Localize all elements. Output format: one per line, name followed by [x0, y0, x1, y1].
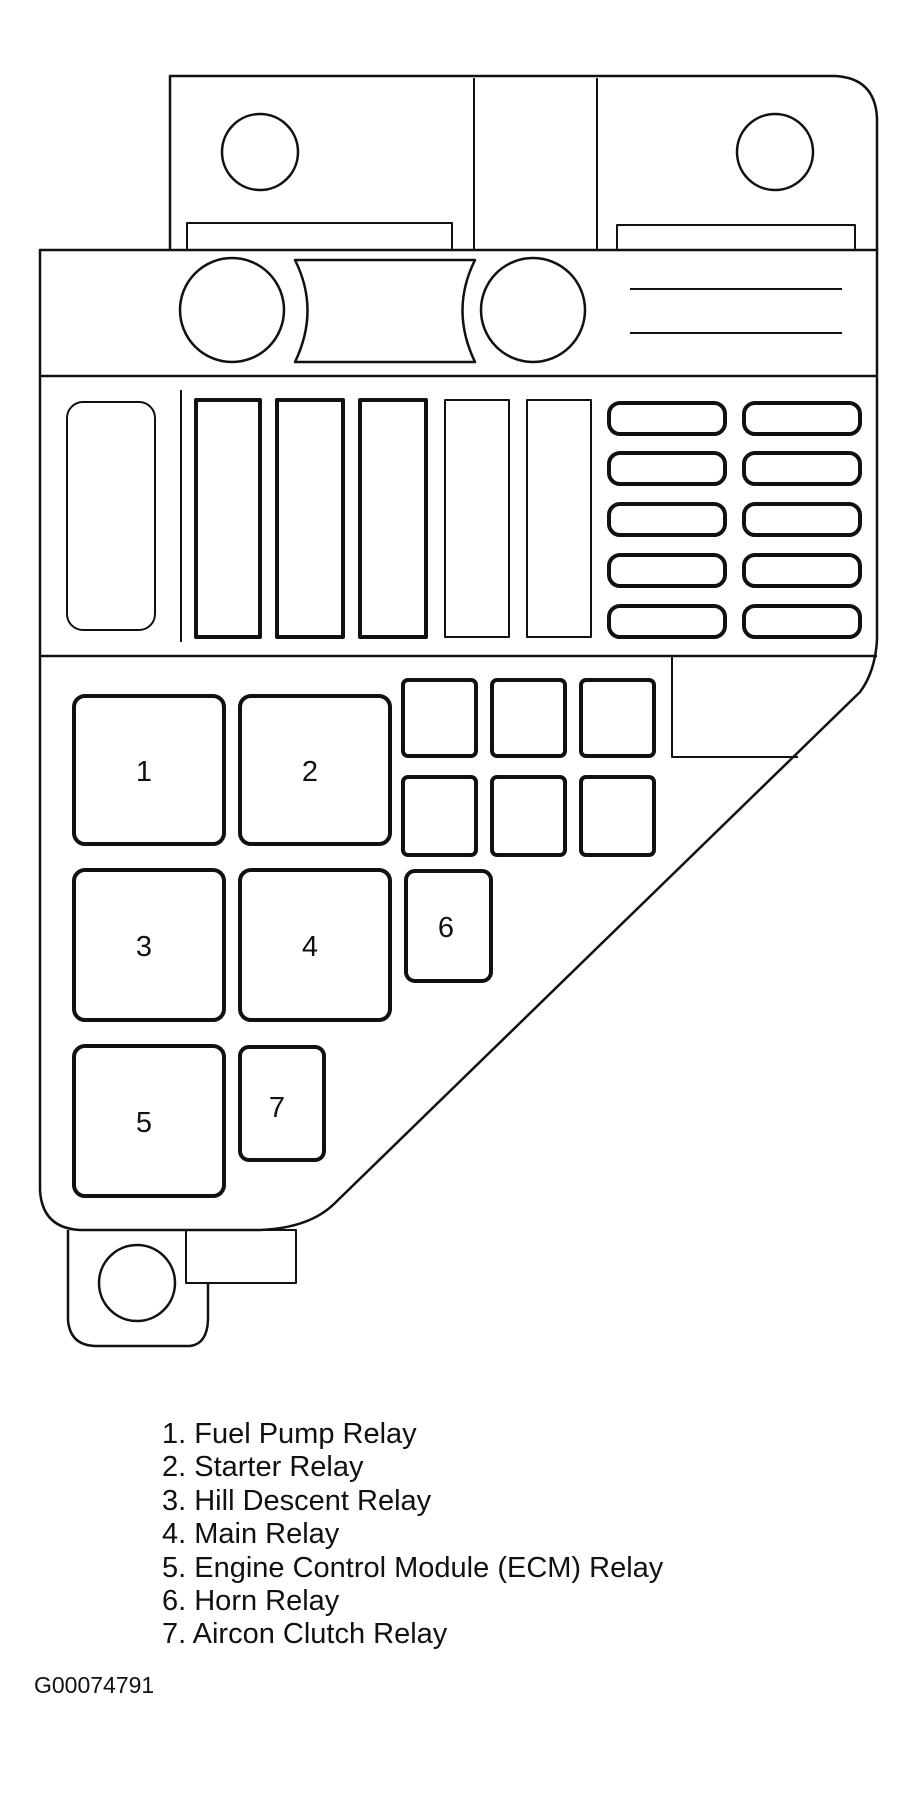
bracket-tab — [186, 222, 453, 251]
small-socket — [490, 775, 567, 857]
relay-legend: 1. Fuel Pump Relay 2. Starter Relay 3. H… — [162, 1418, 663, 1652]
mounting-hole — [97, 1243, 177, 1323]
legend-item: 7. Aircon Clutch Relay — [162, 1618, 448, 1651]
connector-round — [178, 256, 286, 364]
maxi-fuse-slot — [66, 401, 156, 631]
relay-1-number: 1 — [136, 756, 152, 788]
legend-item: 4. Main Relay — [162, 1518, 340, 1551]
mini-fuse — [742, 553, 862, 588]
connector-center — [293, 258, 477, 364]
fuse-slot — [194, 398, 262, 639]
relay-5-number: 5 — [136, 1107, 152, 1139]
relay-7 — [238, 1045, 326, 1162]
mini-fuse — [742, 401, 862, 436]
relay-3 — [72, 868, 226, 1022]
relay-3-number: 3 — [136, 931, 152, 963]
legend-item: 3. Hill Descent Relay — [162, 1484, 432, 1517]
fuse-slot — [358, 398, 428, 639]
mini-fuse — [607, 401, 727, 436]
figure-id: G00074791 — [34, 1672, 155, 1698]
bracket-tab — [616, 224, 856, 251]
mini-fuse — [742, 451, 862, 486]
legend-item: 2. Starter Relay — [162, 1451, 364, 1484]
mini-fuse — [607, 553, 727, 588]
mini-fuse — [742, 502, 862, 537]
corner-block — [671, 656, 798, 758]
small-socket — [401, 678, 478, 758]
legend-item: 5. Engine Control Module (ECM) Relay — [162, 1551, 664, 1584]
relay-4 — [238, 868, 392, 1022]
bottom-mount-tab — [66, 1230, 210, 1348]
relay-7-number: 7 — [269, 1092, 285, 1124]
relay-4-number: 4 — [302, 931, 318, 963]
fuse-slot — [526, 399, 592, 638]
relay-1 — [72, 694, 226, 846]
mini-fuse — [607, 604, 727, 639]
relay-6 — [404, 869, 493, 983]
mounting-hole — [220, 112, 300, 192]
housing-outline — [38, 248, 879, 1232]
mini-fuse — [742, 604, 862, 639]
mounting-hole — [735, 112, 815, 192]
relay-5 — [72, 1044, 226, 1198]
top-bracket — [168, 74, 879, 250]
relay-2-number: 2 — [302, 756, 318, 788]
legend-item: 6. Horn Relay — [162, 1585, 340, 1618]
bottom-tab-block — [185, 1229, 297, 1284]
legend-item: 1. Fuel Pump Relay — [162, 1418, 417, 1450]
mini-fuse — [607, 502, 727, 537]
relay-6-number: 6 — [438, 912, 454, 944]
small-socket — [401, 775, 478, 857]
connector-round — [479, 256, 587, 364]
small-socket — [490, 678, 567, 758]
relay-2 — [238, 694, 392, 846]
small-socket — [579, 678, 656, 758]
fuse-slot — [275, 398, 345, 639]
mini-fuse — [607, 451, 727, 486]
fuse-slot — [444, 399, 510, 638]
small-socket — [579, 775, 656, 857]
